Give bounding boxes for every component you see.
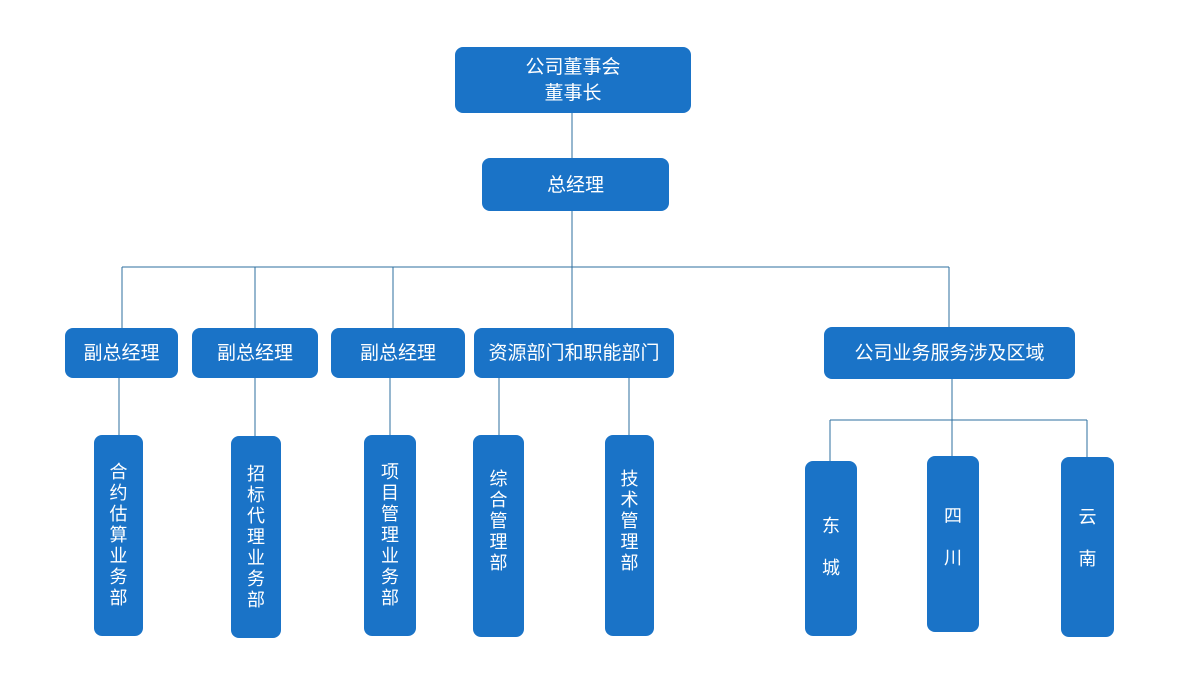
contract-dept-node: 合约估算业务部 bbox=[94, 435, 143, 636]
contract-dept-label: 合约估算业务部 bbox=[109, 462, 128, 609]
chairman-node: 公司董事会 董事长 bbox=[455, 47, 691, 113]
project-dept-node: 项目管理业务部 bbox=[364, 435, 416, 636]
vp1-node: 副总经理 bbox=[65, 328, 178, 378]
region-dongcheng-node: 东城 bbox=[805, 461, 857, 636]
regions-label: 公司业务服务涉及区域 bbox=[854, 342, 1045, 364]
general-manager-node: 总经理 bbox=[482, 158, 669, 211]
bidding-dept-node: 招标代理业务部 bbox=[231, 436, 281, 638]
tech-mgmt-dept-label: 技术管理部 bbox=[620, 469, 639, 574]
vp3-node: 副总经理 bbox=[331, 328, 465, 378]
region-sichuan-node: 四川 bbox=[927, 456, 979, 632]
general-mgmt-dept-node: 综合管理部 bbox=[473, 435, 524, 637]
tech-mgmt-dept-node: 技术管理部 bbox=[605, 435, 654, 636]
resources-node: 资源部门和职能部门 bbox=[474, 328, 674, 378]
vp2-node: 副总经理 bbox=[192, 328, 318, 378]
region-dongcheng-label: 东城 bbox=[821, 516, 840, 579]
vp1-label: 副总经理 bbox=[83, 342, 160, 364]
chairman-line2: 董事长 bbox=[544, 82, 602, 104]
project-dept-label: 项目管理业务部 bbox=[380, 462, 399, 609]
chairman-line1: 公司董事会 bbox=[525, 56, 621, 78]
general-manager-label: 总经理 bbox=[546, 173, 604, 196]
general-mgmt-dept-label: 综合管理部 bbox=[489, 469, 508, 574]
regions-node: 公司业务服务涉及区域 bbox=[824, 327, 1075, 379]
region-sichuan-label: 四川 bbox=[943, 506, 962, 569]
bidding-dept-label: 招标代理业务部 bbox=[246, 463, 265, 611]
region-yunnan-label: 云南 bbox=[1078, 507, 1097, 570]
resources-label: 资源部门和职能部门 bbox=[488, 342, 660, 364]
vp3-label: 副总经理 bbox=[359, 342, 436, 364]
region-yunnan-node: 云南 bbox=[1061, 457, 1114, 637]
vp2-label: 副总经理 bbox=[216, 342, 293, 364]
